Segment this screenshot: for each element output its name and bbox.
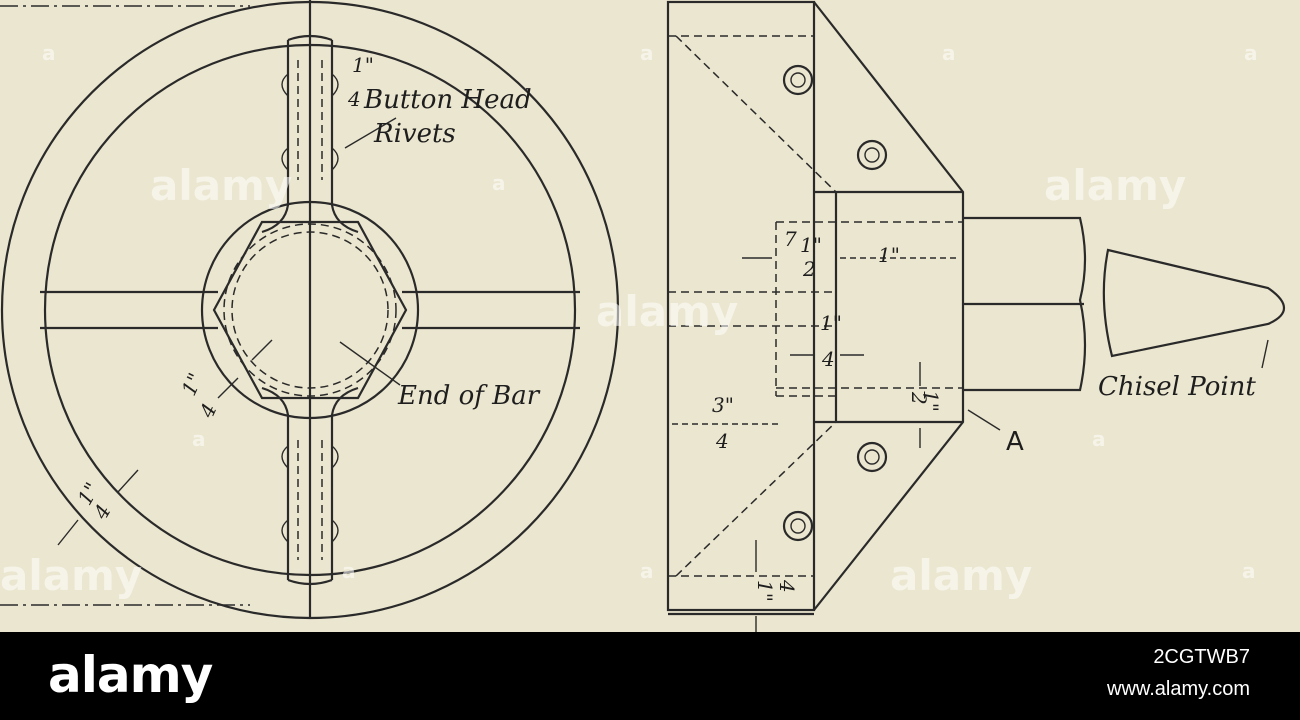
watermark-3: alamy: [1044, 161, 1186, 210]
hex-nut-outline: [212, 220, 408, 400]
end-of-bar-label: End of Bar: [397, 381, 541, 411]
dim-bottom-quarter-num: 1": [753, 580, 777, 602]
watermark-dot-3: a: [942, 41, 956, 65]
rivets-label-line1: Button Head: [363, 85, 532, 115]
drawing-canvas: 1" 4 Button Head Rivets End of Bar 1" 4 …: [0, 0, 1286, 632]
chisel-point-label: Chisel Point: [1098, 372, 1256, 402]
image-id: 2CGTWB7: [1153, 646, 1250, 668]
point-a-leader: [967, 409, 1001, 431]
dim-half-bottom: 2: [802, 257, 816, 281]
bar-stub: [963, 216, 1087, 392]
watermark-dot-5: a: [640, 41, 654, 65]
dim-small-quarter-top: 1": [820, 311, 842, 335]
watermark-dot-9: a: [640, 559, 654, 583]
bolt-3: [856, 441, 888, 473]
technical-drawing: 1" 4 Button Head Rivets End of Bar 1" 4 …: [0, 0, 1286, 632]
lower-spoke-bottom: [287, 578, 333, 586]
upper-spoke-top: [287, 34, 333, 42]
chisel-point-shape: [1102, 248, 1286, 358]
bolt-4: [782, 510, 814, 542]
rivet-size-denominator: 4: [347, 87, 361, 111]
site-url[interactable]: www.alamy.com: [1107, 678, 1250, 700]
watermark-2: alamy: [596, 287, 738, 336]
chisel-leader: [1261, 339, 1269, 369]
dim-half-small: 1": [919, 390, 943, 412]
side-section-view: Chisel Point A 7 1" 2 1" 1" 4 1" 2 3" 4 …: [666, 0, 1286, 632]
point-a-label: A: [1006, 427, 1024, 457]
rivet-size-numerator: 1": [352, 53, 374, 77]
watermark-dot-4: a: [1244, 41, 1258, 65]
watermark-4: alamy: [0, 551, 142, 600]
footer-bar: alamy 2CGTWB7 www.alamy.com: [0, 632, 1300, 720]
wheel-face-view: 1" 4 Button Head Rivets End of Bar 1" 4 …: [0, 0, 620, 620]
watermark-dot-1: a: [42, 41, 56, 65]
watermark-dot-2: a: [492, 171, 506, 195]
hub-quarter-num: 1": [177, 369, 208, 399]
hidden-diagonal-top: [675, 35, 837, 193]
dim-small-quarter-bottom: 4: [821, 347, 835, 371]
rim-dim-arrow-1: [117, 469, 139, 493]
dim-bottom-quarter-den: 4: [775, 579, 799, 593]
hidden-diagonal-bottom: [675, 421, 837, 577]
hub-quarter-den: 4: [194, 399, 222, 422]
bar-end-inner-dashed: [231, 231, 389, 389]
watermark-dot-8: a: [1242, 559, 1256, 583]
dim-one-inch: 1": [878, 243, 900, 267]
rivets-label-line2: Rivets: [373, 119, 456, 149]
hub-dim-arrow-1: [251, 339, 273, 361]
watermark-dot-6: a: [1092, 427, 1106, 451]
lower-spoke-left: [261, 386, 290, 580]
rim-quarter-den: 4: [88, 500, 116, 524]
dim-three-quarter-top: 3": [712, 393, 734, 417]
alamy-logo[interactable]: alamy: [48, 646, 213, 704]
watermark-layer: alamy alamy alamy alamy alamy a a a a a …: [0, 41, 1258, 600]
watermark-1: alamy: [150, 161, 292, 210]
end-of-bar-leader: [339, 341, 401, 386]
watermark-dot-7: a: [342, 559, 356, 583]
bar-end-outer-dashed: [223, 223, 397, 397]
upper-rivets: [281, 60, 339, 180]
dim-half-top: 1": [800, 233, 822, 257]
dim-seven: 7: [784, 227, 797, 251]
hub-ring: [200, 200, 420, 420]
hub-dim-arrow-2: [217, 377, 239, 399]
dim-three-quarter-bottom: 4: [715, 429, 729, 453]
watermark-5: alamy: [890, 551, 1032, 600]
rivets-leader: [344, 117, 397, 149]
lower-spoke-right: [330, 386, 359, 580]
bolt-2: [856, 139, 888, 171]
watermark-dot-10: a: [192, 427, 206, 451]
dim-half-small-bottom: 2: [907, 391, 931, 405]
tapered-shoulder: [813, 1, 965, 611]
bolt-1: [782, 64, 814, 96]
lower-rivets: [281, 440, 339, 560]
rim-dim-arrow-2: [57, 519, 79, 546]
